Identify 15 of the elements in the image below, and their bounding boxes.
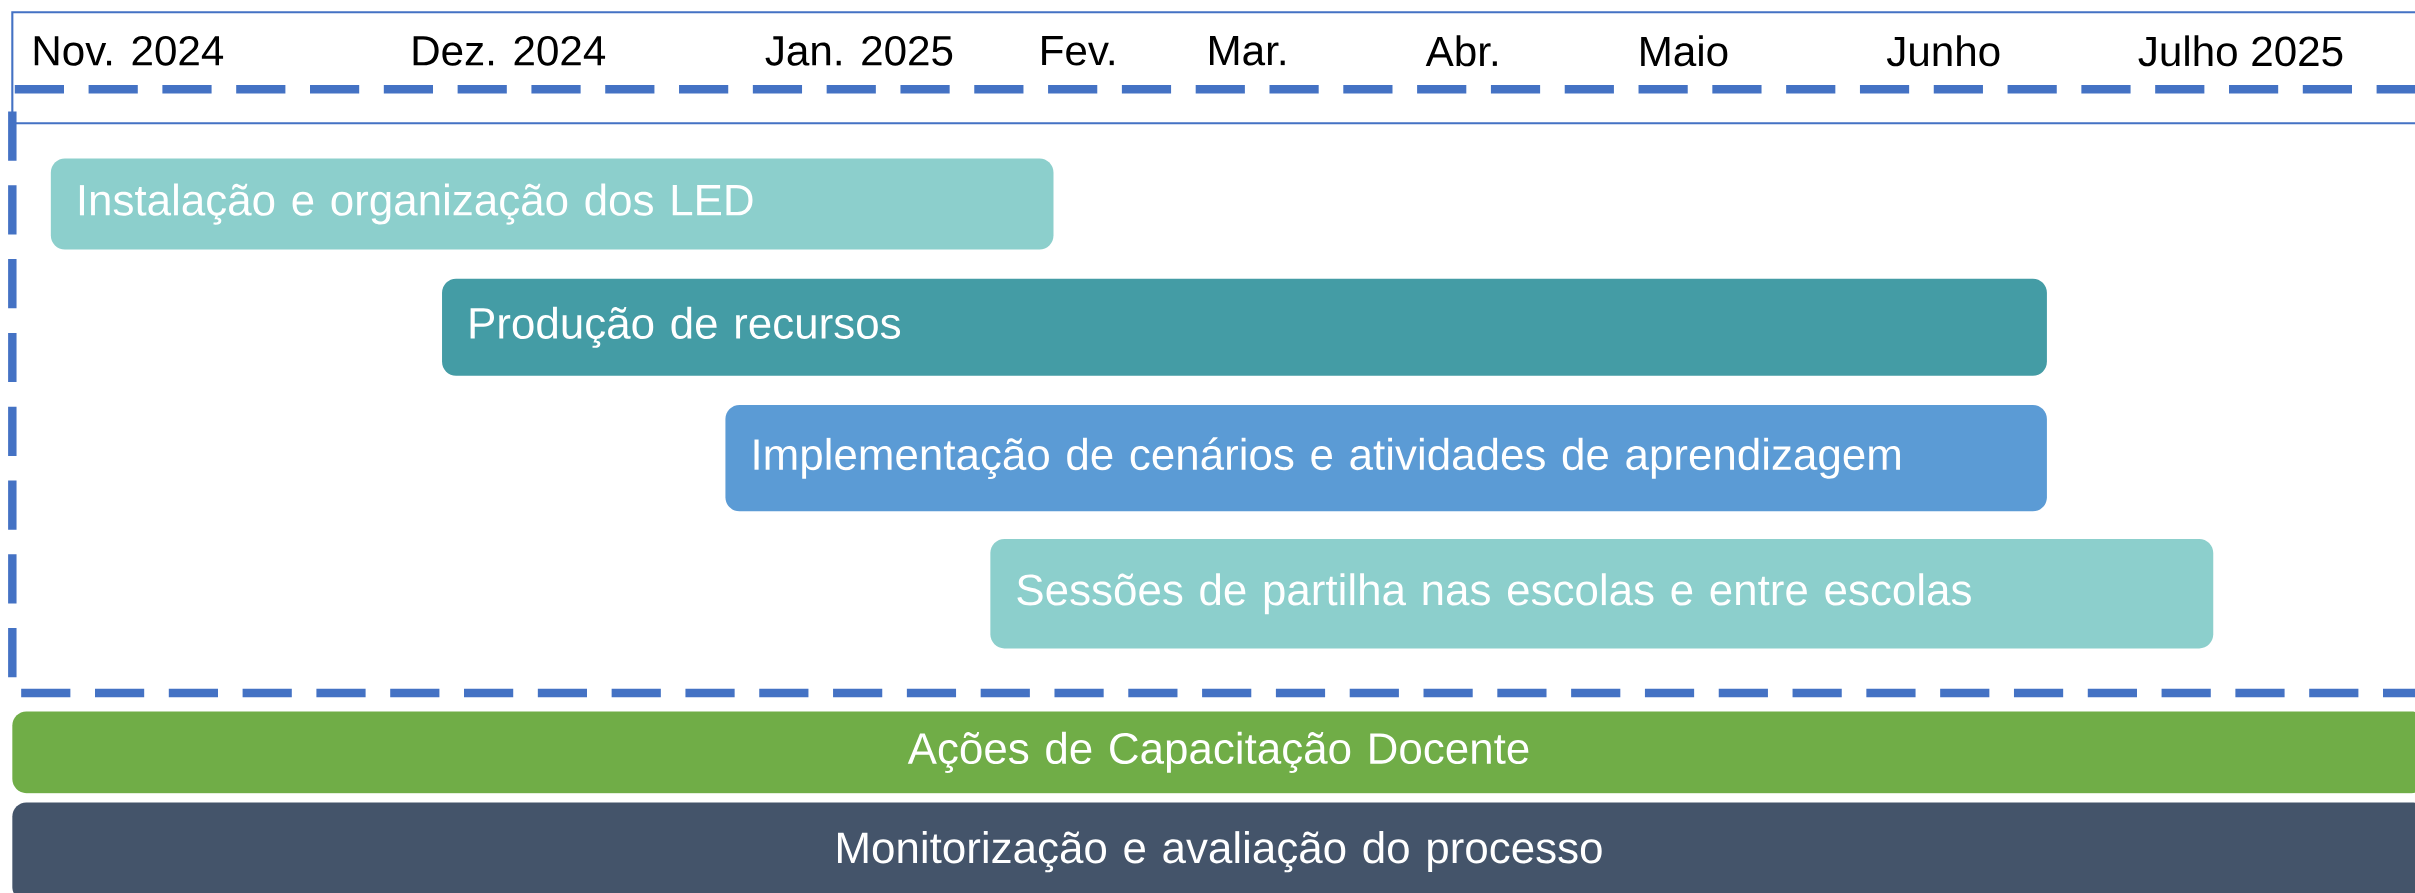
bar: Ações de Capacitação Docente [12,711,2415,794]
month-label: Abr. [1425,35,1497,67]
month-label: Mar. [1210,36,1285,66]
bar: Instalação e organização dos LED [50,158,1054,250]
month-label: Dez. 2024 [413,35,606,66]
bar: Monitorização e avaliação do processo [12,802,2415,893]
bar: Implementação de cenários e atividades de aprendizagem [725,404,2047,512]
month-label: Fev. [1042,36,1114,66]
month-label: Jan. 2025 [765,35,953,66]
bar: Produção de recursos [442,278,2047,376]
bar: Sessões de partilha nas escolas e entre escolas [990,538,2214,649]
month-label: Nov. 2024 [34,35,224,66]
month-label: Junho [1886,35,2000,67]
month-label: Julho 2025 [2138,35,2343,67]
month-label: Maio [1641,35,1728,67]
